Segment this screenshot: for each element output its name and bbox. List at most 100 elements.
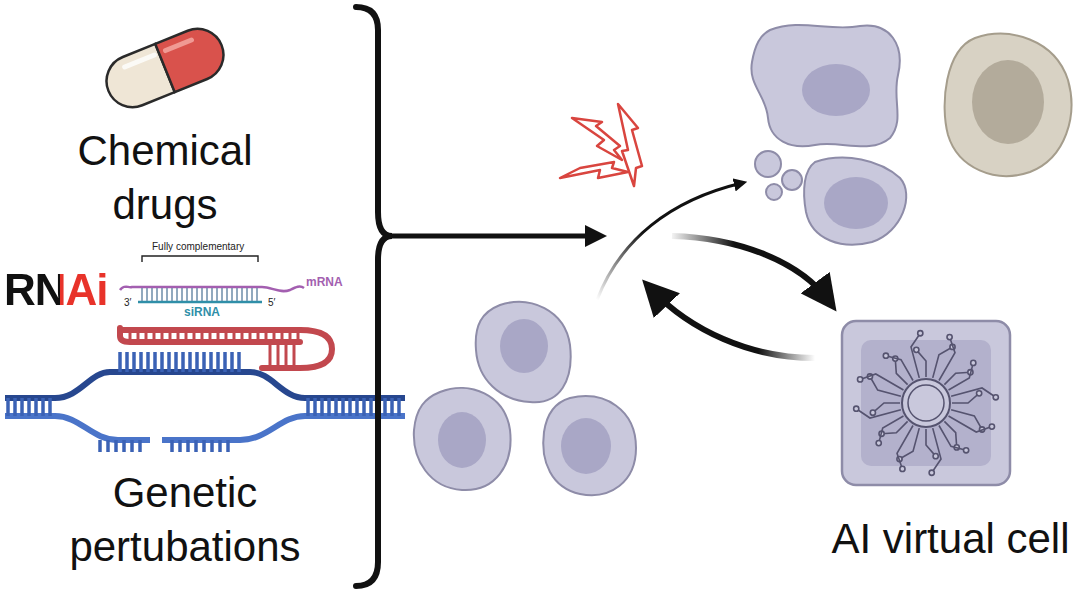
strand-rung bbox=[327, 398, 331, 416]
label-node: Genetic pertubations bbox=[40, 466, 330, 574]
strand-rung bbox=[209, 352, 213, 372]
strand-rung bbox=[146, 352, 150, 372]
strand-rung bbox=[218, 440, 222, 452]
strand-rung bbox=[137, 333, 140, 339]
strand-rung bbox=[153, 352, 157, 372]
strand-rung bbox=[169, 333, 172, 339]
strand-rung bbox=[132, 352, 136, 372]
strand-rung bbox=[161, 333, 164, 339]
strand-rung bbox=[210, 440, 214, 452]
strand-rung bbox=[369, 398, 373, 416]
strand-rung bbox=[181, 352, 185, 372]
strand-rung bbox=[130, 440, 134, 452]
strand-rung bbox=[225, 333, 228, 339]
strand-rung bbox=[6, 398, 10, 416]
strand-rung bbox=[297, 333, 300, 339]
strand-rung bbox=[13, 398, 17, 416]
strand-rung bbox=[334, 398, 338, 416]
strand-rung bbox=[186, 288, 188, 301]
to-virtual-cell-arrow bbox=[672, 236, 828, 300]
strand-rung bbox=[125, 352, 129, 372]
strand-rung bbox=[122, 440, 126, 452]
strand-rung bbox=[256, 288, 258, 301]
strand-rung bbox=[241, 288, 243, 301]
strand-rung bbox=[251, 288, 253, 301]
strand-rung bbox=[233, 333, 236, 339]
strand-rung bbox=[160, 352, 164, 372]
sirna-duplex bbox=[120, 256, 304, 302]
strand-rung bbox=[216, 288, 218, 301]
strand-rung bbox=[20, 398, 24, 416]
strand-rung bbox=[186, 440, 190, 452]
strand-rung bbox=[355, 398, 359, 416]
strand-rung bbox=[237, 352, 241, 372]
annotation: Fully complementary bbox=[152, 241, 244, 252]
strand-name: mRNA bbox=[306, 276, 343, 289]
input-arrow bbox=[392, 234, 598, 239]
strand-rung bbox=[209, 333, 212, 339]
strand-rung bbox=[249, 333, 252, 339]
strand-rung bbox=[170, 440, 174, 452]
pill-icon bbox=[99, 21, 232, 115]
strand-rung bbox=[178, 440, 182, 452]
label-node: Chemical drugs bbox=[40, 124, 290, 232]
strand-end: 3′ bbox=[124, 297, 131, 308]
strand-rung bbox=[362, 398, 366, 416]
strand-rung bbox=[293, 345, 296, 365]
strand-rung bbox=[397, 398, 401, 416]
dna-strands bbox=[5, 352, 405, 452]
strand-rung bbox=[181, 288, 183, 301]
strand-rung bbox=[174, 352, 178, 372]
strand-rung bbox=[118, 352, 122, 372]
virtual-cell-node: AI virtual cell bbox=[825, 318, 1076, 566]
strand-rung bbox=[341, 398, 345, 416]
strand-name: siRNA bbox=[184, 306, 220, 319]
strand-rung bbox=[348, 398, 352, 416]
strand-rung bbox=[206, 288, 208, 301]
rnai-label: RNAi bbox=[4, 266, 108, 314]
strand-rung bbox=[161, 288, 163, 301]
strand-rung bbox=[98, 440, 102, 452]
node-label: Chemical drugs bbox=[40, 124, 290, 232]
cell-group-untreated bbox=[414, 302, 636, 495]
strand-rung bbox=[156, 288, 158, 301]
strand-rung bbox=[201, 333, 204, 339]
from-virtual-cell-arrow bbox=[652, 290, 815, 358]
strand-rung bbox=[138, 440, 142, 452]
strand-rung bbox=[383, 398, 387, 416]
strand-rung bbox=[306, 398, 310, 416]
strand-rung bbox=[129, 333, 132, 339]
strand-rung bbox=[194, 440, 198, 452]
strand-rung bbox=[390, 398, 394, 416]
strand-rung bbox=[139, 352, 143, 372]
strand-rung bbox=[277, 345, 280, 365]
strand-rung bbox=[114, 440, 118, 452]
strand-rung bbox=[289, 333, 292, 339]
node-label: AI virtual cell bbox=[825, 512, 1076, 566]
strand-rung bbox=[217, 333, 220, 339]
strand-rung bbox=[269, 345, 272, 365]
strand-end: 5′ bbox=[268, 297, 275, 308]
strand-rung bbox=[221, 288, 223, 301]
strand-rung bbox=[202, 352, 206, 372]
strand-rung bbox=[216, 352, 220, 372]
strand-rung bbox=[236, 288, 238, 301]
strand-rung bbox=[151, 288, 153, 301]
strand-rung bbox=[193, 333, 196, 339]
cell-group-perturbed bbox=[751, 25, 1071, 245]
strand-rung bbox=[241, 333, 244, 339]
strand-rung bbox=[141, 288, 143, 301]
strand-rung bbox=[226, 288, 228, 301]
node-label: Genetic pertubations bbox=[40, 466, 330, 574]
strand-rung bbox=[211, 288, 213, 301]
strand-rung bbox=[231, 288, 233, 301]
strand-rung bbox=[226, 440, 230, 452]
ai-chip-icon bbox=[839, 318, 1015, 490]
strand-rung bbox=[230, 352, 234, 372]
strand-rung bbox=[171, 288, 173, 301]
strand-rung bbox=[185, 333, 188, 339]
strand-rung bbox=[285, 345, 288, 365]
strand-rung bbox=[273, 333, 276, 339]
strand-rung bbox=[188, 352, 192, 372]
strand-rung bbox=[202, 440, 206, 452]
